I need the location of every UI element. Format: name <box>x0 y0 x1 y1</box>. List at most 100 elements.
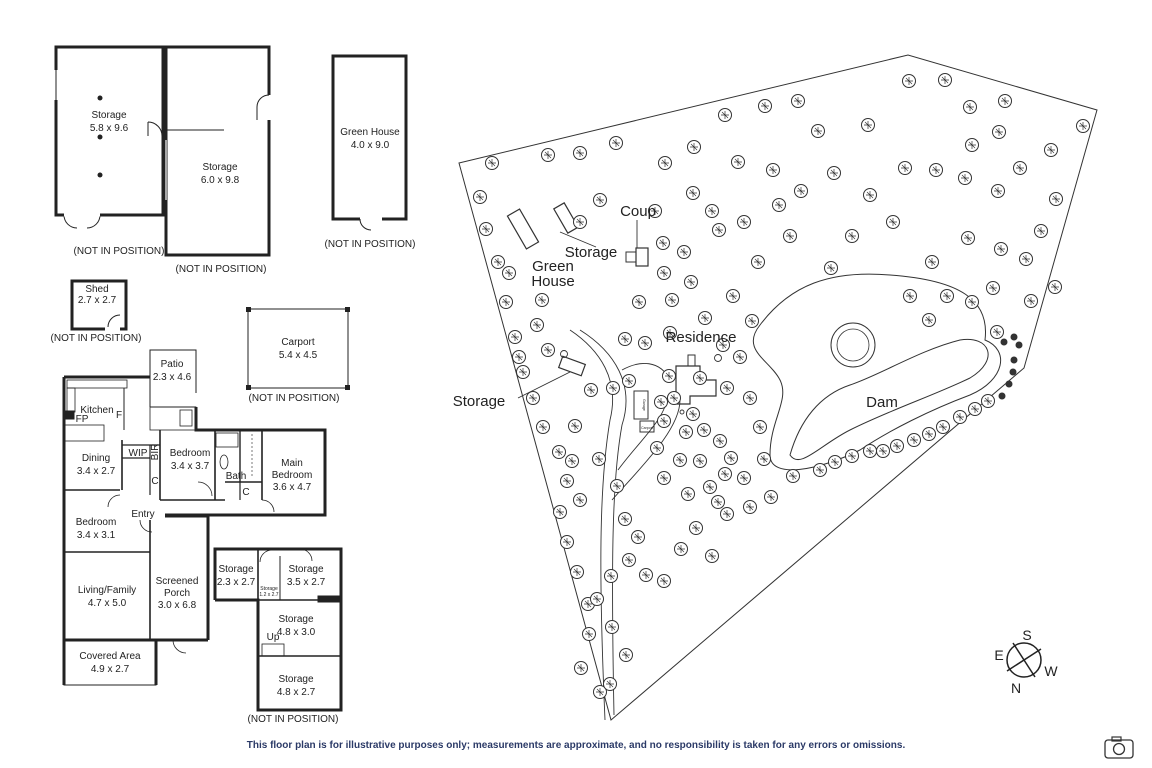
tree-symbol-detail <box>956 413 964 421</box>
tree-symbol-detail <box>714 498 722 506</box>
storage-s1-name: Storage <box>218 564 253 575</box>
camera-icon[interactable] <box>1104 736 1134 759</box>
tree-symbol <box>1015 341 1023 349</box>
tree-symbol-detail <box>544 151 552 159</box>
tree-symbol-detail <box>889 218 897 226</box>
storage-a-name: Storage <box>91 110 126 121</box>
tree-symbol-detail <box>608 623 616 631</box>
screened-name: Screened <box>156 576 199 587</box>
tree-symbol-detail <box>925 316 933 324</box>
tree-symbol <box>998 392 1006 400</box>
tree-symbol-detail <box>928 258 936 266</box>
tree-symbol-detail <box>968 141 976 149</box>
tree-symbol-detail <box>789 472 797 480</box>
tree-symbol-detail <box>677 545 685 553</box>
tree-symbol-detail <box>684 490 692 498</box>
green-house-dims: 4.0 x 9.0 <box>351 140 390 151</box>
tree-symbol-detail <box>563 477 571 485</box>
main-house <box>62 349 327 686</box>
tree-symbol-detail <box>964 234 972 242</box>
tree-symbol <box>1000 338 1008 346</box>
tree-symbol-detail <box>797 187 805 195</box>
storage-a-note: (NOT IN POSITION) <box>74 246 165 257</box>
tree-symbol-detail <box>641 339 649 347</box>
bedroom2-dims: 3.4 x 3.1 <box>77 530 116 541</box>
bath-label: Bath <box>226 471 247 482</box>
tree-symbol-detail <box>736 353 744 361</box>
tree-symbol-detail <box>696 374 704 382</box>
tree-symbol-detail <box>939 423 947 431</box>
tree-symbol-detail <box>606 680 614 688</box>
tree-symbol-detail <box>1051 283 1059 291</box>
tree-symbol-detail <box>866 191 874 199</box>
tree-symbol-detail <box>555 448 563 456</box>
tree-symbol-detail <box>1016 164 1024 172</box>
storage-small-name: Storage <box>260 586 278 592</box>
tree-symbol-detail <box>827 264 835 272</box>
fp-label: FP <box>76 414 89 425</box>
living-name: Living/Family <box>78 585 136 596</box>
tree-symbol-detail <box>635 298 643 306</box>
carport-note: (NOT IN POSITION) <box>249 393 340 404</box>
site-house-label: House <box>531 273 574 290</box>
tree-symbol-detail <box>625 377 633 385</box>
tree-symbol-detail <box>748 317 756 325</box>
storage-b-dims: 6.0 x 9.8 <box>201 175 240 186</box>
tree-symbol-detail <box>689 410 697 418</box>
tree-symbol-detail <box>932 166 940 174</box>
tree-symbol-detail <box>701 314 709 322</box>
storage-b-note: (NOT IN POSITION) <box>176 264 267 275</box>
tree-symbol-detail <box>696 457 704 465</box>
tree-symbol-detail <box>708 552 716 560</box>
storage-s4-name: Storage <box>278 674 313 685</box>
storage-small-dims: 1.2 x 2.7 <box>259 592 278 598</box>
tree-symbol-detail <box>848 232 856 240</box>
tree-symbol-detail <box>700 426 708 434</box>
compass-s: S <box>1022 627 1031 643</box>
tree-symbol-detail <box>769 166 777 174</box>
compass-n: N <box>1011 680 1021 696</box>
tree-symbol-detail <box>989 284 997 292</box>
tree-symbol-detail <box>488 159 496 167</box>
tree-symbol-detail <box>529 394 537 402</box>
tree-symbol-detail <box>721 111 729 119</box>
tree-symbol-detail <box>668 296 676 304</box>
tree-symbol-detail <box>670 394 678 402</box>
tree-symbol-detail <box>556 508 564 516</box>
tree-symbol-detail <box>775 201 783 209</box>
storage-s1-dims: 2.3 x 2.7 <box>217 577 256 588</box>
tree-symbol <box>1010 333 1018 341</box>
carport-dims: 5.4 x 4.5 <box>279 350 318 361</box>
site-residence-label: Residence <box>666 329 737 346</box>
tree-symbol-detail <box>666 329 674 337</box>
disclaimer: This floor plan is for illustrative purp… <box>246 740 906 751</box>
tree-symbol-detail <box>593 595 601 603</box>
tree-symbol-detail <box>830 169 838 177</box>
bedroom1-dims: 3.4 x 3.7 <box>171 461 210 472</box>
tree-symbol-detail <box>689 189 697 197</box>
site-storage-top-label: Storage <box>565 244 618 261</box>
tree-symbol-detail <box>706 483 714 491</box>
storage-a-dims: 5.8 x 9.6 <box>90 123 129 134</box>
c1-label: C <box>151 476 158 487</box>
storage-block-labels: Storage 2.3 x 2.7 Storage 3.5 x 2.7 Stor… <box>217 564 339 725</box>
tree-symbol-detail <box>760 455 768 463</box>
tree-symbol-detail <box>651 207 659 215</box>
tree-symbol-detail <box>1037 227 1045 235</box>
site-labels: Coup Storage Green House Residence Stora… <box>453 203 898 430</box>
tree-symbol-detail <box>625 556 633 564</box>
tree-symbol-detail <box>576 218 584 226</box>
patio-name: Patio <box>161 359 184 370</box>
tree-symbol-detail <box>511 333 519 341</box>
tree-symbol-detail <box>621 515 629 523</box>
tree-symbol <box>1005 380 1013 388</box>
tree-symbol-detail <box>708 207 716 215</box>
green-house-note: (NOT IN POSITION) <box>325 239 416 250</box>
green-house-name: Green House <box>340 127 400 138</box>
shed-note: (NOT IN POSITION) <box>51 333 142 344</box>
patio-dims: 2.3 x 4.6 <box>153 372 192 383</box>
tree-symbol-detail <box>538 296 546 304</box>
bir-label: BIR <box>150 444 161 461</box>
tree-symbol-detail <box>596 688 604 696</box>
